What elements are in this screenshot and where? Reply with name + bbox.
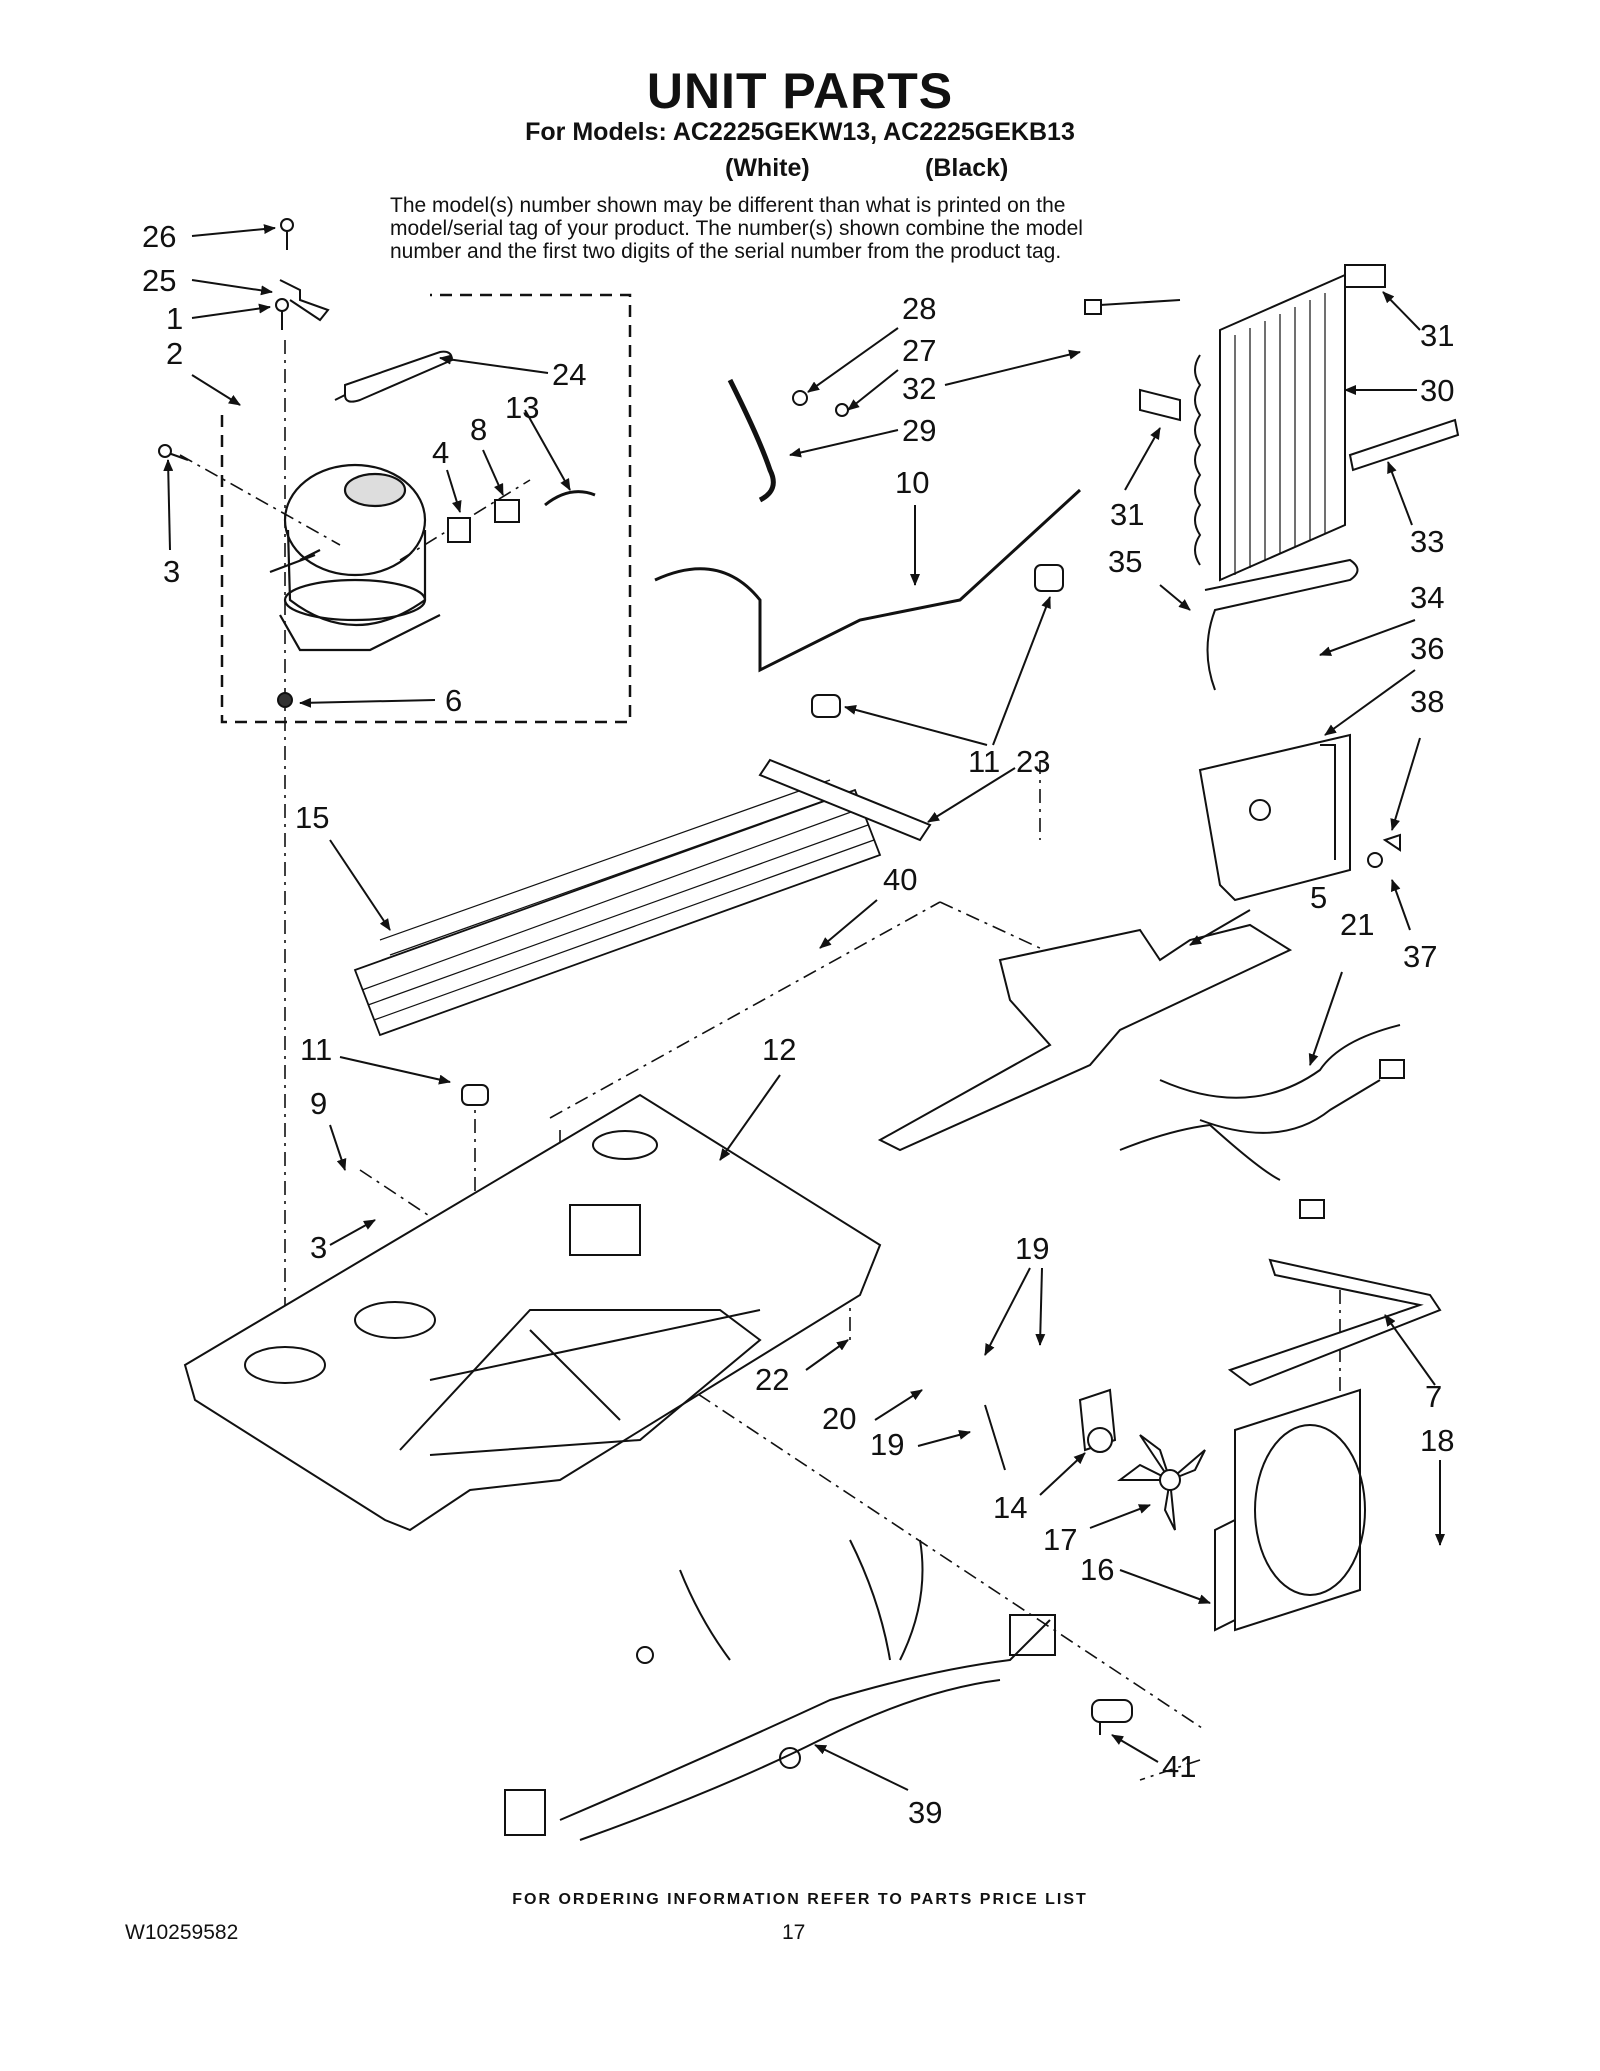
callout-label: 4 xyxy=(432,435,449,470)
page-number: 17 xyxy=(782,1921,806,1944)
callout-label: 10 xyxy=(895,465,929,500)
insulation-strip xyxy=(758,758,932,842)
callout-label: 37 xyxy=(1403,939,1437,974)
compressor xyxy=(269,463,441,652)
callout-label: 38 xyxy=(1410,684,1444,719)
callout-label: 20 xyxy=(822,1401,856,1436)
compressor-group-box xyxy=(220,293,632,724)
fan-motor xyxy=(984,1388,1117,1471)
callout-label: 39 xyxy=(908,1795,942,1830)
evaporator-coil xyxy=(1139,264,1460,691)
thermistor-lead xyxy=(1084,299,1181,315)
models-line: For Models: AC2225GEKW13, AC2225GEKB13 xyxy=(525,118,1075,146)
color-label-white: (White) xyxy=(725,154,810,182)
callout-label: 22 xyxy=(755,1362,789,1397)
relay-overload xyxy=(447,490,596,543)
wiring-harness-main xyxy=(504,1539,1056,1841)
callout-label: 3 xyxy=(163,554,180,589)
callout-label: 15 xyxy=(295,800,329,835)
callout-label: 36 xyxy=(1410,631,1444,666)
callout-label: 9 xyxy=(310,1086,327,1121)
callout-label: 23 xyxy=(1016,744,1050,779)
capacitor xyxy=(1091,1699,1133,1735)
callout-label: 19 xyxy=(1015,1231,1049,1266)
notice-line: The model(s) number shown may be differe… xyxy=(390,194,1066,217)
callout-label: 32 xyxy=(902,371,936,406)
callout-label: 11 xyxy=(968,744,1000,779)
callout-label: 28 xyxy=(902,291,936,326)
color-label-black: (Black) xyxy=(925,154,1009,182)
callout-label: 33 xyxy=(1410,524,1444,559)
callout-label: 13 xyxy=(505,390,539,425)
ordering-note: FOR ORDERING INFORMATION REFER TO PARTS … xyxy=(512,1891,1088,1908)
callout-label: 19 xyxy=(870,1427,904,1462)
callout-label: 16 xyxy=(1080,1552,1114,1587)
callout-label: 24 xyxy=(552,357,586,392)
defrost-tube xyxy=(654,378,1082,673)
callout-label: 30 xyxy=(1420,373,1454,408)
callout-label: 3 xyxy=(310,1230,327,1265)
callout-label: 29 xyxy=(902,413,936,448)
wiring-harness-upper xyxy=(1119,1024,1405,1219)
callout-label: 7 xyxy=(1425,1379,1442,1414)
shroud-bracket xyxy=(1227,1258,1442,1387)
callout-label: 5 xyxy=(1310,880,1327,915)
filter-drier xyxy=(334,350,454,403)
screw-set xyxy=(158,218,330,708)
drain-pan xyxy=(877,923,1293,1152)
callout-label: 14 xyxy=(993,1490,1027,1525)
callout-label: 11 xyxy=(300,1032,332,1067)
fan-blade xyxy=(1117,1434,1206,1531)
callout-label: 26 xyxy=(142,219,176,254)
leader-arrows xyxy=(163,224,1445,1791)
callout-label: 6 xyxy=(445,683,462,718)
notice-line: number and the first two digits of the s… xyxy=(390,240,1062,263)
callout-label: 18 xyxy=(1420,1423,1454,1458)
callout-label: 17 xyxy=(1043,1522,1077,1557)
callout-label: 40 xyxy=(883,862,917,897)
fan-shroud xyxy=(1214,1388,1366,1632)
condenser-coil xyxy=(353,779,882,1037)
callout-label: 1 xyxy=(166,301,183,336)
drain-trough xyxy=(1198,733,1401,902)
callout-label: 8 xyxy=(470,412,487,447)
base-plate xyxy=(183,1093,882,1532)
callout-label: 34 xyxy=(1410,580,1444,615)
page-title: UNIT PARTS xyxy=(646,63,954,119)
callout-label: 27 xyxy=(902,333,936,368)
callout-label: 25 xyxy=(142,263,176,298)
callout-label: 41 xyxy=(1162,1749,1196,1784)
callout-label: 35 xyxy=(1108,544,1142,579)
callout-label: 21 xyxy=(1340,907,1374,942)
notice-line: model/serial tag of your product. The nu… xyxy=(390,217,1083,240)
callout-label: 31 xyxy=(1110,497,1144,532)
callout-labels: 26 25 1 2 3 24 13 8 4 6 28 27 32 29 10 3… xyxy=(142,219,1454,1830)
grommets xyxy=(461,390,1064,1106)
model-notice: The model(s) number shown may be differe… xyxy=(390,194,1250,263)
callout-label: 31 xyxy=(1420,318,1454,353)
callout-label: 2 xyxy=(166,336,183,371)
document-number: W10259582 xyxy=(125,1921,239,1944)
callout-label: 12 xyxy=(762,1032,796,1067)
